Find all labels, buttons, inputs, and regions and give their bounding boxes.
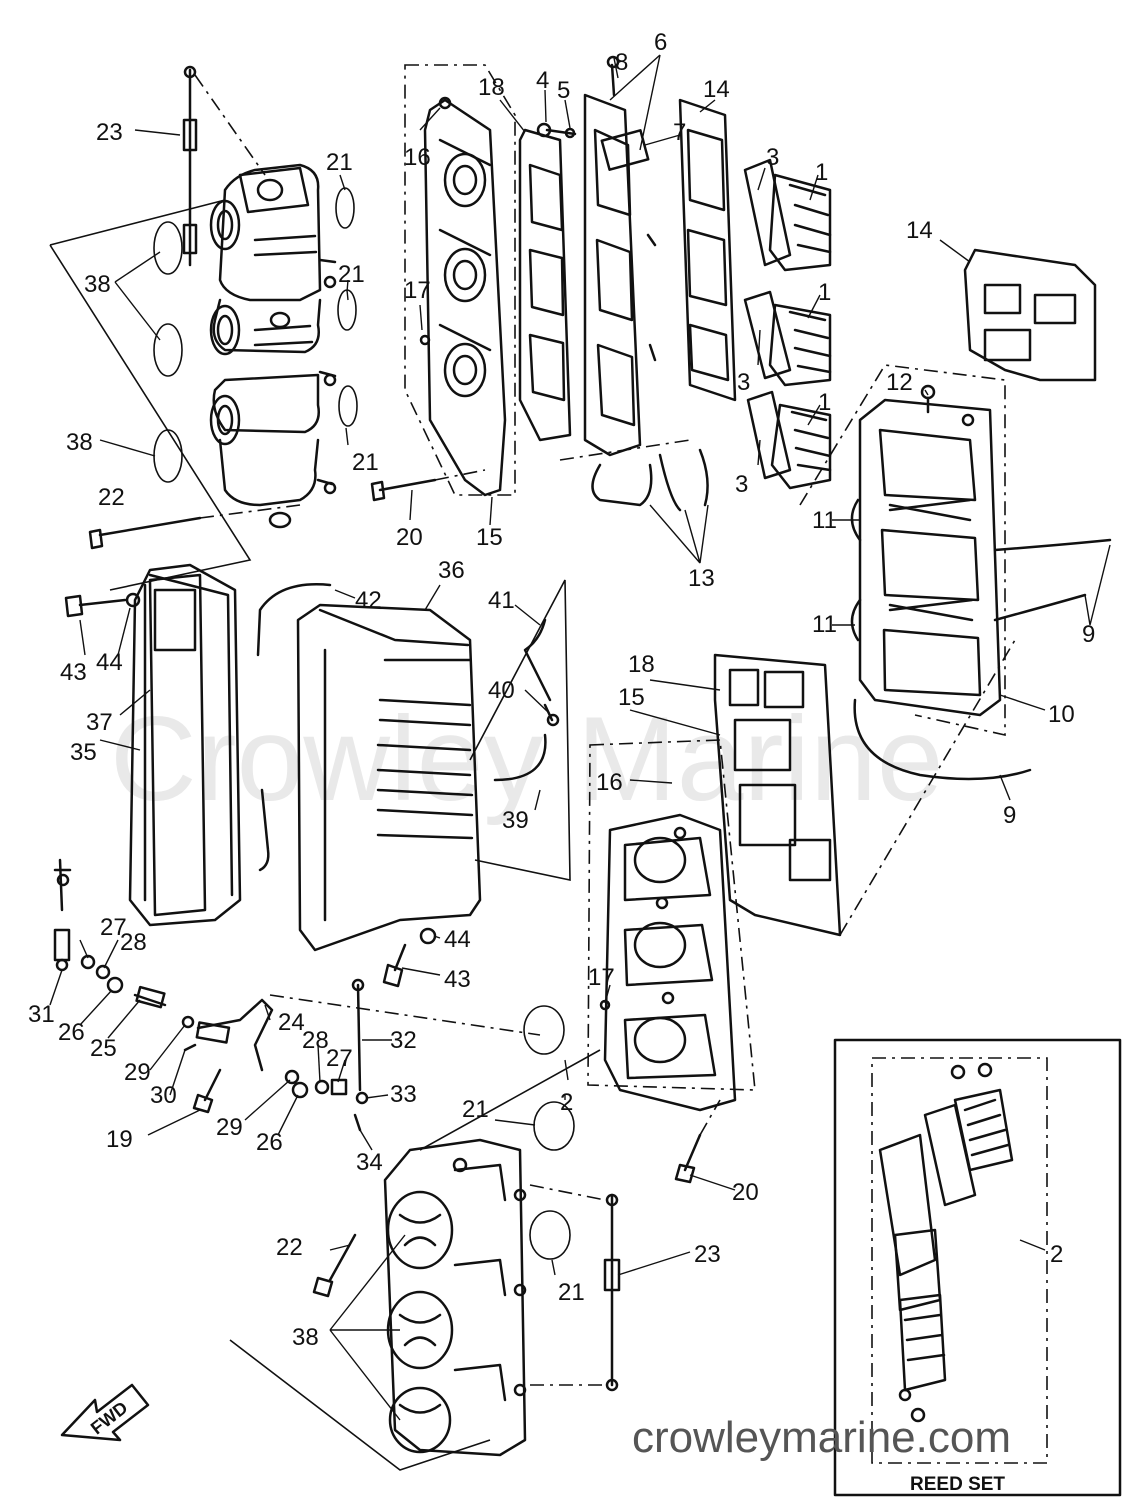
callout-41: 41: [488, 587, 515, 614]
callout-20: 20: [396, 524, 423, 551]
callout-1: 1: [818, 389, 831, 416]
callout-27: 27: [326, 1045, 353, 1072]
callout-3: 3: [766, 144, 779, 171]
callout-43: 43: [444, 966, 471, 993]
callout-16: 16: [596, 769, 623, 796]
callout-27: 27: [100, 914, 127, 941]
callout-1: 1: [815, 159, 828, 186]
callout-12: 12: [886, 369, 913, 396]
callout-labels: 23 21 38 21 38 21 22 17 16 18 4 5 8 6 7 …: [28, 29, 1095, 1351]
callout-43: 43: [60, 659, 87, 686]
callout-21: 21: [352, 449, 379, 476]
callout-44: 44: [96, 649, 123, 676]
callout-11: 11: [812, 611, 837, 638]
callout-9: 9: [1003, 802, 1016, 829]
callout-17: 17: [404, 277, 431, 304]
callout-4: 4: [536, 67, 549, 94]
intake-manifold-upper: [370, 64, 516, 502]
callout-38: 38: [66, 429, 93, 456]
intake-silencer: [64, 563, 571, 988]
callout-40: 40: [488, 677, 515, 704]
callout-15: 15: [476, 524, 503, 551]
leader-lines: [49, 54, 1111, 1421]
callout-25: 25: [90, 1035, 117, 1062]
callout-5: 5: [557, 77, 570, 104]
callout-37: 37: [86, 709, 113, 736]
watermark: Crowley Marine: [110, 692, 944, 826]
reed-set-label: REED SET: [910, 1474, 1005, 1495]
callout-15: 15: [618, 684, 645, 711]
throttle-linkage: [53, 858, 541, 1132]
website-url: crowleymarine.com: [632, 1413, 1011, 1462]
callout-33: 33: [390, 1081, 417, 1108]
callout-28: 28: [302, 1027, 329, 1054]
callout-14: 14: [703, 76, 730, 103]
reed-set-box: REED SET: [833, 1038, 1122, 1497]
callout-10: 10: [1048, 701, 1075, 728]
callout-17: 17: [588, 964, 615, 991]
callout-31: 31: [28, 1001, 55, 1028]
callout-30: 30: [150, 1082, 177, 1109]
callout-23: 23: [694, 1241, 721, 1268]
callout-34: 34: [356, 1149, 383, 1176]
callout-1: 1: [818, 279, 831, 306]
callout-13: 13: [688, 565, 715, 592]
callout-20: 20: [732, 1179, 759, 1206]
callout-21: 21: [462, 1096, 489, 1123]
callout-18: 18: [628, 651, 655, 678]
intake-manifold-lower: [587, 739, 756, 1184]
callout-8: 8: [615, 49, 628, 76]
carburetor-assembly-upper: [49, 65, 358, 591]
callout-21: 21: [326, 149, 353, 176]
callout-44: 44: [444, 926, 471, 953]
callout-22: 22: [276, 1234, 303, 1261]
callout-6: 6: [654, 29, 667, 56]
callout-14: 14: [906, 217, 933, 244]
callout-35: 35: [70, 739, 97, 766]
reed-plate-upper: [518, 55, 737, 512]
callout-32: 32: [390, 1027, 417, 1054]
callout-9: 9: [1082, 621, 1095, 648]
callout-26: 26: [256, 1129, 283, 1156]
callout-2: 2: [1050, 1241, 1063, 1268]
callout-21: 21: [558, 1279, 585, 1306]
callout-11: 11: [812, 507, 837, 534]
callout-29: 29: [124, 1059, 151, 1086]
reed-valves: [743, 158, 832, 490]
callout-38: 38: [292, 1324, 319, 1351]
callout-23: 23: [96, 119, 123, 146]
callout-26: 26: [58, 1019, 85, 1046]
callout-2: 2: [560, 1089, 573, 1116]
callout-24: 24: [278, 1009, 305, 1036]
callout-29: 29: [216, 1114, 243, 1141]
callout-39: 39: [502, 807, 529, 834]
fwd-arrow: FWD: [60, 1383, 150, 1442]
callout-21: 21: [338, 261, 365, 288]
callout-18: 18: [478, 74, 505, 101]
callout-7: 7: [673, 119, 686, 146]
callout-22: 22: [98, 484, 125, 511]
callout-3: 3: [735, 471, 748, 498]
reed-block-assembly: [713, 248, 1112, 937]
callout-28: 28: [120, 929, 147, 956]
callout-38: 38: [84, 271, 111, 298]
callout-3: 3: [737, 369, 750, 396]
callout-42: 42: [355, 587, 382, 614]
callout-36: 36: [438, 557, 465, 584]
callout-16: 16: [404, 144, 431, 171]
callout-19: 19: [106, 1126, 133, 1153]
carburetor-assembly-lower: [229, 1005, 621, 1471]
